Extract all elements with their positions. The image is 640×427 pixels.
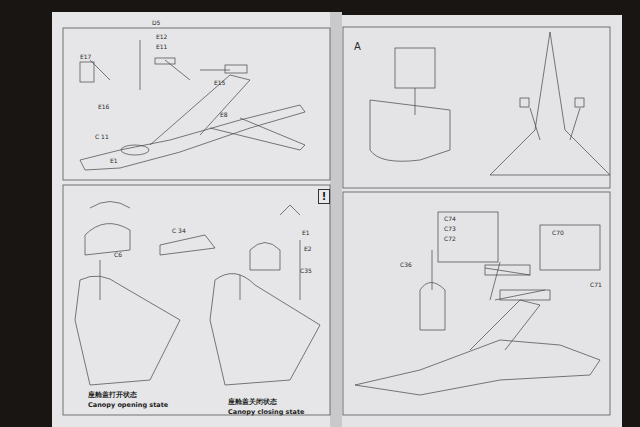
- part-number: C 11: [95, 134, 109, 140]
- part-number: E1: [302, 230, 310, 236]
- caption-text: 座舱盖关闭状态: [228, 399, 277, 406]
- part-number: C36: [400, 262, 412, 268]
- part-number: E8: [220, 112, 228, 118]
- part-number: C73: [444, 226, 456, 232]
- part-number: C70: [552, 230, 564, 236]
- part-number: E17: [80, 54, 91, 60]
- part-number: D5: [152, 20, 160, 26]
- caption-text: Canopy closing state: [228, 409, 304, 416]
- part-number: E2: [304, 246, 312, 252]
- part-number: E11: [156, 44, 167, 50]
- warning-mark: !: [322, 191, 327, 202]
- part-number: C6: [114, 252, 122, 258]
- part-number: E1: [110, 158, 118, 164]
- caption-text: Canopy opening state: [88, 402, 168, 409]
- part-number: E15: [214, 80, 225, 86]
- part-number: E12: [156, 34, 167, 40]
- part-number: C35: [300, 268, 312, 274]
- part-number: A: [354, 42, 361, 52]
- part-number: C 34: [172, 228, 186, 234]
- part-number: C71: [590, 282, 602, 288]
- part-number: C72: [444, 236, 456, 242]
- part-number: E16: [98, 104, 109, 110]
- warning-box: !: [318, 189, 330, 204]
- caption-text: 座舱盖打开状态: [88, 392, 137, 399]
- part-number: C74: [444, 216, 456, 222]
